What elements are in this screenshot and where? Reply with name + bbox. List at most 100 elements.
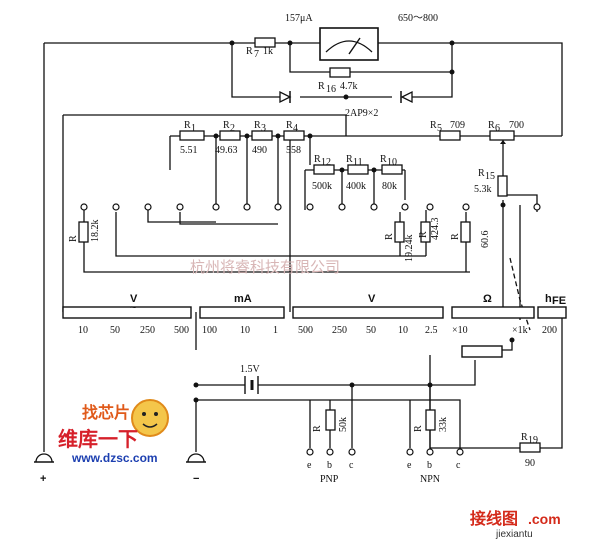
resistor-r1: R 1 5.51 xyxy=(179,120,205,156)
band-hfe: h FE 200 xyxy=(537,293,567,336)
svg-text:V: V xyxy=(368,293,376,305)
svg-text:R: R xyxy=(286,120,293,131)
svg-text:R: R xyxy=(521,432,528,443)
svg-text:R: R xyxy=(312,425,323,432)
svg-text:c: c xyxy=(349,460,354,471)
resistor-r5: R 5 709 xyxy=(430,120,465,141)
resistor-r3: R 3 490 xyxy=(251,120,273,156)
svg-text:49.63: 49.63 xyxy=(215,145,238,156)
svg-text:h: h xyxy=(545,293,552,305)
svg-text:R: R xyxy=(314,154,321,165)
resistor-r9: R 19.24k xyxy=(384,221,415,263)
svg-text:R: R xyxy=(384,233,395,240)
svg-text:10: 10 xyxy=(240,325,250,336)
svg-text:R: R xyxy=(380,154,387,165)
svg-text:12: 12 xyxy=(321,157,331,168)
svg-text:90: 90 xyxy=(525,458,535,469)
svg-text:18.2k: 18.2k xyxy=(90,220,101,243)
svg-text:R: R xyxy=(450,233,461,240)
svg-text:50k: 50k xyxy=(338,417,349,432)
svg-text:6: 6 xyxy=(495,123,500,134)
resistor-r12: R 12 500k xyxy=(312,154,335,192)
band-dcv: V 500 250 50 10 2.5 xyxy=(292,293,444,336)
diode-label: 2AP9×2 xyxy=(345,108,378,119)
resistor-r14: R 60.6 xyxy=(450,221,491,249)
resistor-r4-top: R 4 558 xyxy=(283,120,305,156)
svg-text:1: 1 xyxy=(191,123,196,134)
resistor-r6-pot: R 6 700 xyxy=(488,120,524,144)
svg-text:×1k: ×1k xyxy=(512,325,528,336)
npn-label: NPN xyxy=(420,474,440,485)
svg-text:5: 5 xyxy=(437,123,442,134)
svg-text:33k: 33k xyxy=(438,417,449,432)
svg-text:7: 7 xyxy=(254,49,259,60)
svg-text:R: R xyxy=(418,231,429,238)
meter-current-label: 157μA xyxy=(285,13,313,24)
svg-text:3: 3 xyxy=(261,123,266,134)
brand-cn-text: 接线图 xyxy=(470,509,518,528)
svg-text:50: 50 xyxy=(110,325,120,336)
svg-text:10: 10 xyxy=(78,325,88,336)
svg-text:R: R xyxy=(223,120,230,131)
svg-text:4: 4 xyxy=(293,123,298,134)
r7-value: 1k xyxy=(263,46,273,57)
svg-text:50: 50 xyxy=(366,325,376,336)
resistor-r16: R 16 4.7k xyxy=(318,67,358,95)
svg-text:60.6: 60.6 xyxy=(480,231,491,249)
svg-text:10: 10 xyxy=(387,157,397,168)
svg-text:400k: 400k xyxy=(346,181,366,192)
junction-dots xyxy=(193,40,515,403)
svg-text:500: 500 xyxy=(174,325,189,336)
svg-text:200: 200 xyxy=(542,325,557,336)
svg-text:V: V xyxy=(130,293,138,305)
svg-text:e: e xyxy=(307,460,312,471)
r16-value: 4.7k xyxy=(340,81,358,92)
brand-com-text: .com xyxy=(528,511,561,527)
svg-text:19.24k: 19.24k xyxy=(404,235,415,263)
svg-text:500k: 500k xyxy=(312,181,332,192)
svg-text:500: 500 xyxy=(298,325,313,336)
svg-text:424.3: 424.3 xyxy=(430,218,441,241)
svg-text:FE: FE xyxy=(552,295,566,307)
svg-text:R: R xyxy=(184,120,191,131)
resistor-r15: R 15 5.3k xyxy=(474,168,508,197)
svg-text:R: R xyxy=(254,120,261,131)
svg-text:b: b xyxy=(327,460,332,471)
svg-text:490: 490 xyxy=(252,145,267,156)
svg-text:−: − xyxy=(193,473,199,485)
diodes: 2AP9×2 xyxy=(279,90,413,119)
resistor-r10: R 10 80k xyxy=(380,154,403,192)
resistor-r2: R 2 49.63 xyxy=(215,120,241,156)
terminal-minus: − xyxy=(186,453,206,485)
band-acv: V ~ 10 50 250 500 xyxy=(62,293,192,336)
meter-resistance-label: 650～800 xyxy=(398,13,438,24)
svg-text:10: 10 xyxy=(398,325,408,336)
battery-label: 1.5V xyxy=(240,364,261,375)
svg-text:558: 558 xyxy=(286,145,301,156)
resistor-r11-top: R 11 400k xyxy=(346,154,369,192)
svg-text:~: ~ xyxy=(130,302,137,314)
svg-text:700: 700 xyxy=(509,120,524,131)
brand-url-text: jiexiantu xyxy=(495,529,533,540)
svg-text:5.3k: 5.3k xyxy=(474,184,492,195)
resistor-r13: R 18.2k xyxy=(68,220,101,243)
svg-text:16: 16 xyxy=(326,84,336,95)
watermark-text: 杭州将睿科技有限公司 xyxy=(190,258,340,276)
band-ma: mA 100 10 1 xyxy=(199,293,285,336)
svg-text:Ω: Ω xyxy=(483,293,492,305)
svg-text:+: + xyxy=(40,473,46,485)
ammeter: 157μA 650～800 xyxy=(285,13,438,61)
svg-text:80k: 80k xyxy=(382,181,397,192)
svg-text:R: R xyxy=(430,120,437,131)
svg-text:R: R xyxy=(478,168,485,179)
band-ohm: Ω ×10 ×1k xyxy=(451,293,535,358)
svg-text:11: 11 xyxy=(353,157,363,168)
resistor-r18: R 33k xyxy=(413,409,449,432)
switch-contacts xyxy=(80,203,541,211)
svg-text:250: 250 xyxy=(332,325,347,336)
svg-text:19: 19 xyxy=(528,435,538,446)
svg-text:15: 15 xyxy=(485,171,495,182)
svg-text:R: R xyxy=(346,154,353,165)
